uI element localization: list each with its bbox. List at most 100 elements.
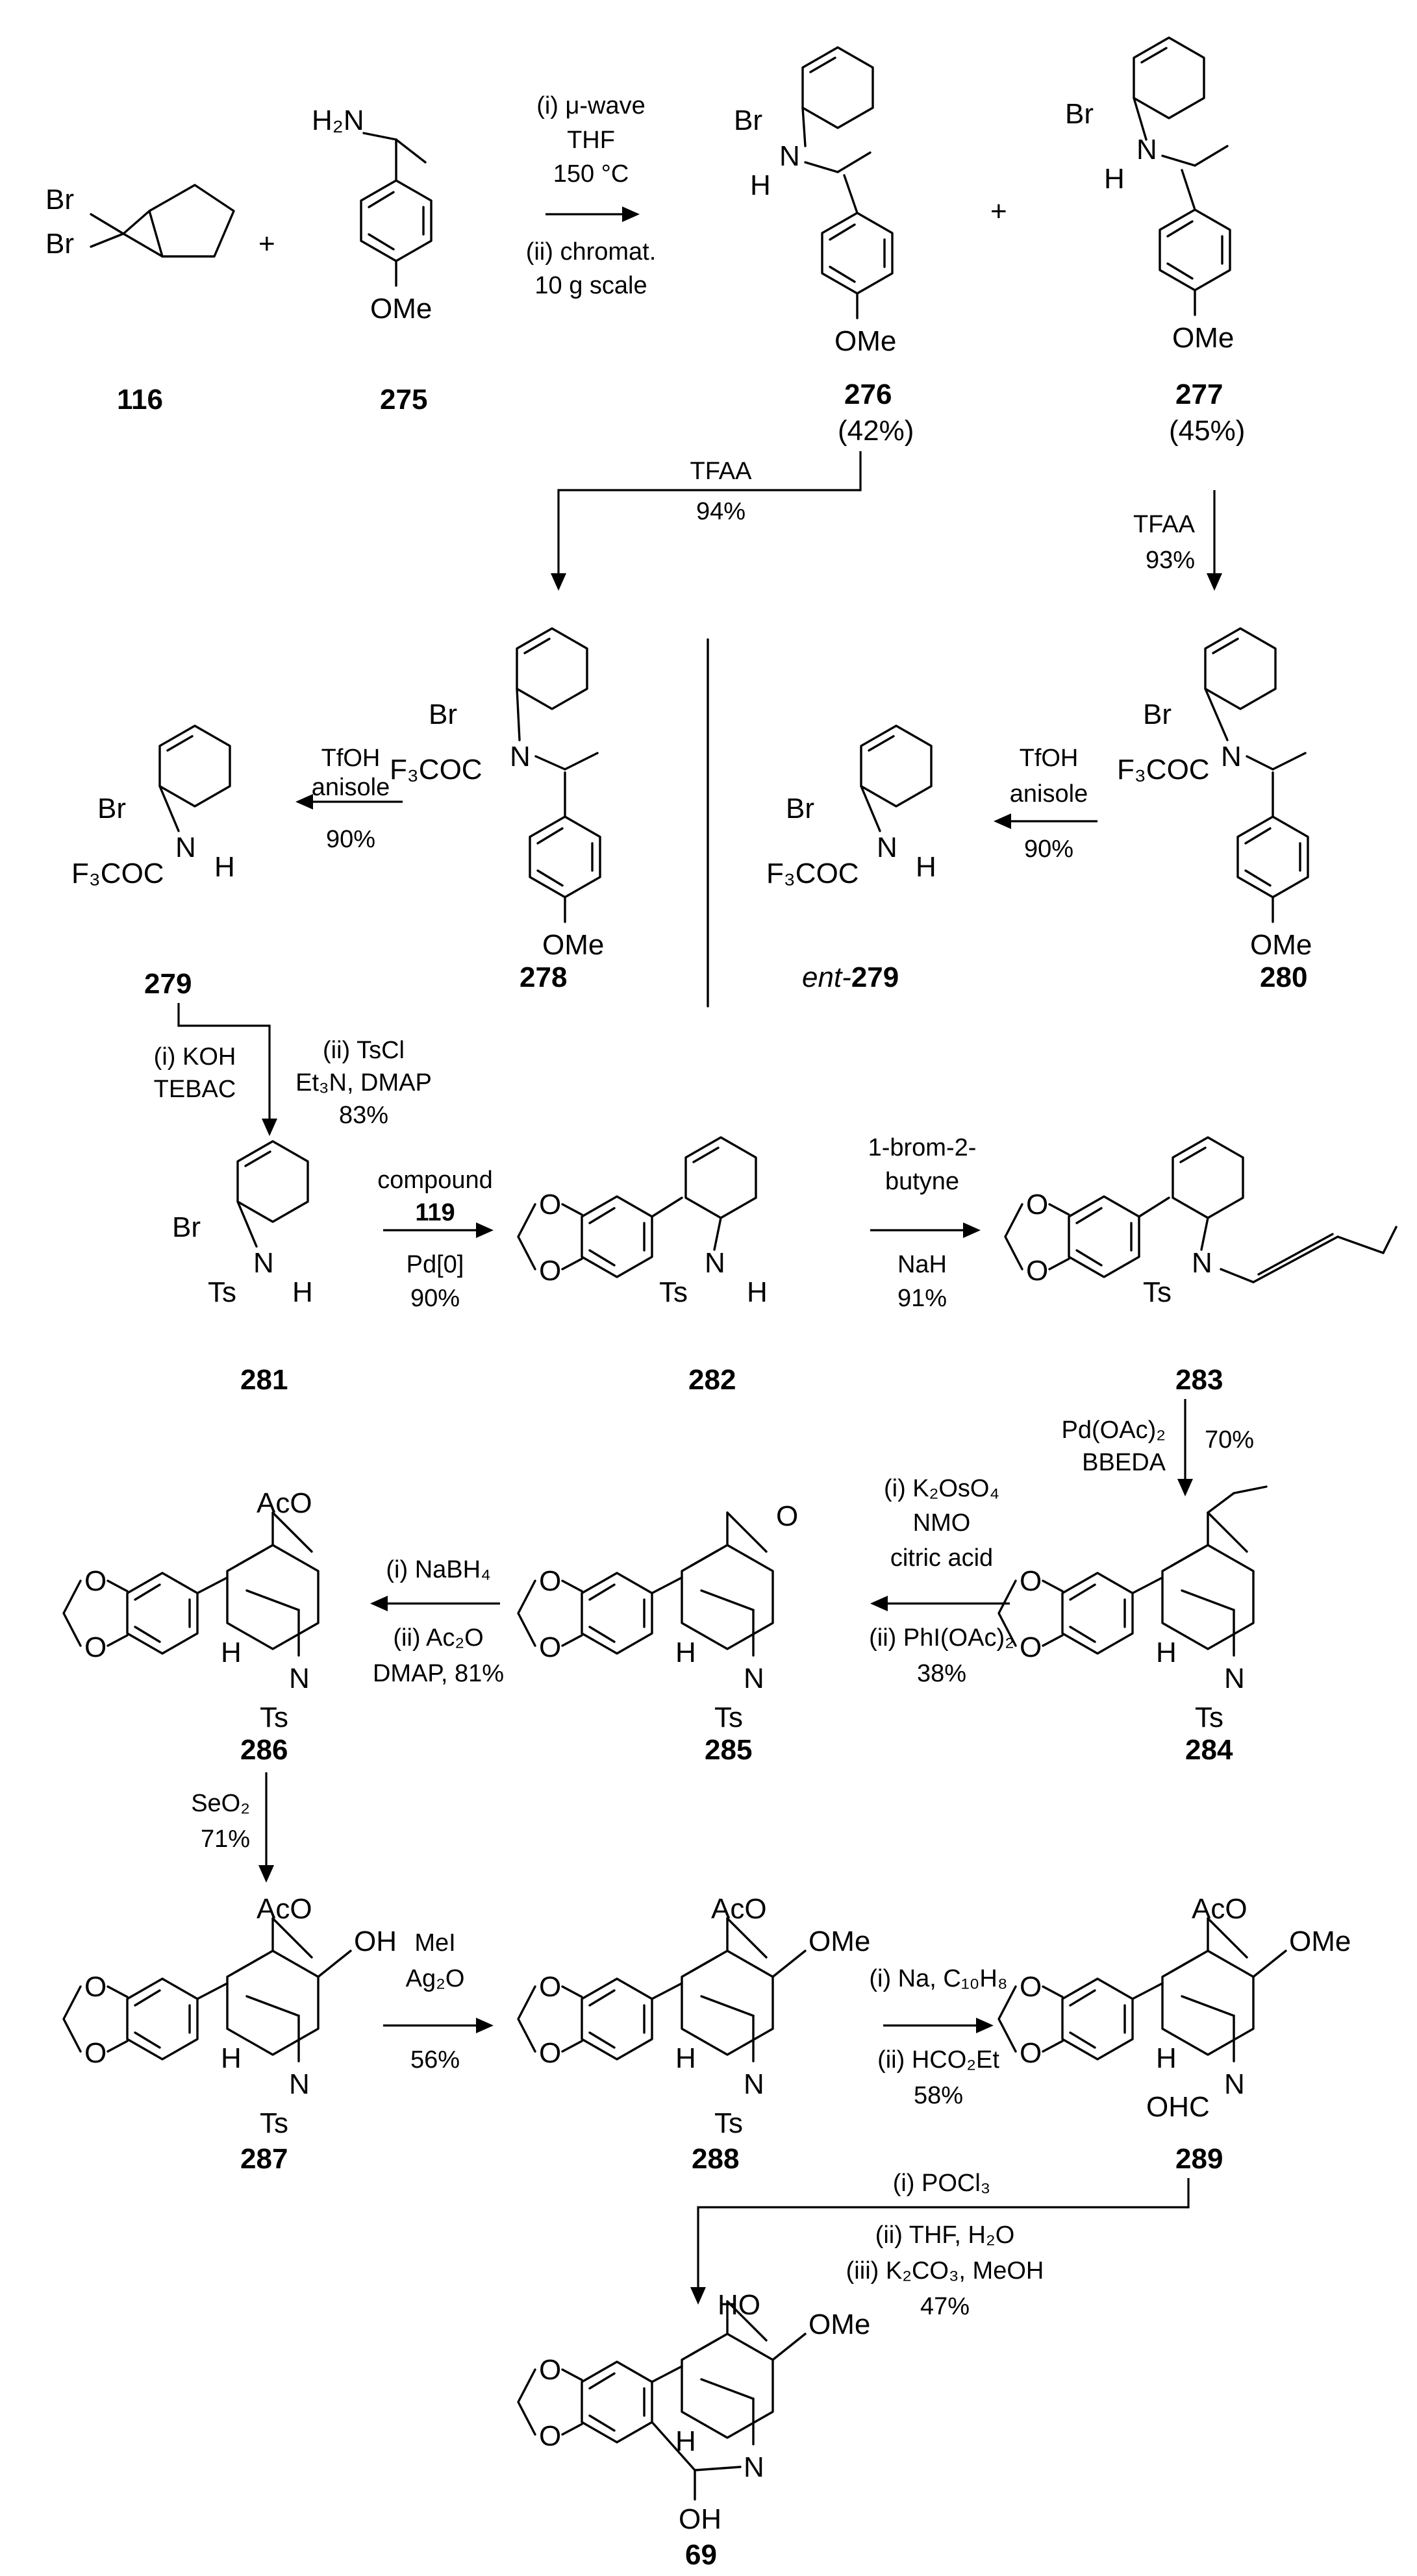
compound-ent279-structure: Br N H F₃COC xyxy=(766,724,936,889)
compound-69-structure: O O HO OMe H N OH xyxy=(517,2289,870,2535)
reaction-arrow-step1 xyxy=(545,206,640,222)
conditions-tfaa-left: TFAA 94% xyxy=(690,458,752,525)
compound-number-283: 283 xyxy=(1175,1364,1223,1396)
svg-text:Br: Br xyxy=(786,793,814,824)
svg-text:O: O xyxy=(1026,1189,1048,1220)
svg-text:70%: 70% xyxy=(1205,1426,1254,1454)
svg-text:N: N xyxy=(289,2068,310,2100)
svg-text:Et₃N, DMAP: Et₃N, DMAP xyxy=(295,1069,432,1096)
compound-116-structure: Br Br xyxy=(45,184,235,260)
svg-text:THF: THF xyxy=(567,127,615,154)
svg-text:OMe: OMe xyxy=(1250,929,1312,961)
compound-number-277: 277 xyxy=(1175,378,1223,410)
svg-text:N: N xyxy=(1224,1663,1245,1694)
compound-number-289: 289 xyxy=(1175,2143,1223,2175)
svg-text:Ts: Ts xyxy=(260,1702,288,1733)
svg-text:O: O xyxy=(1020,1971,1042,2003)
reaction-arrow-oxidation xyxy=(870,1596,1010,1611)
svg-text:F₃COC: F₃COC xyxy=(766,858,859,889)
compound-277-structure: Br N H OMe xyxy=(1065,36,1234,354)
svg-text:O: O xyxy=(84,2037,107,2069)
reaction-arrow-seo2 xyxy=(258,1772,274,1883)
svg-text:H: H xyxy=(675,2042,696,2074)
svg-text:O: O xyxy=(1026,1255,1048,1287)
atom-h2n: H₂N xyxy=(312,105,364,136)
svg-text:Ts: Ts xyxy=(260,2107,288,2139)
svg-text:H: H xyxy=(214,851,235,883)
svg-text:TfOH: TfOH xyxy=(321,745,381,772)
reaction-arrow-suzuki xyxy=(383,1222,494,1238)
svg-text:Pd[0]: Pd[0] xyxy=(407,1251,464,1278)
conditions-tfoh-right: TfOH anisole 90% xyxy=(1010,745,1088,863)
svg-text:SeO₂: SeO₂ xyxy=(191,1790,250,1817)
svg-text:Br: Br xyxy=(172,1211,201,1243)
svg-text:O: O xyxy=(539,2037,561,2069)
svg-text:(i) NaBH₄: (i) NaBH₄ xyxy=(386,1556,490,1583)
svg-text:(ii) chromat.: (ii) chromat. xyxy=(526,238,657,266)
svg-text:anisole: anisole xyxy=(312,774,390,801)
svg-text:anisole: anisole xyxy=(1010,780,1088,808)
svg-text:N: N xyxy=(510,741,531,773)
compound-281-structure: Br N H Ts xyxy=(172,1140,313,1308)
compound-number-281: 281 xyxy=(240,1364,288,1396)
svg-text:(i) Na, C₁₀H₈: (i) Na, C₁₀H₈ xyxy=(869,1965,1007,1992)
svg-text:H: H xyxy=(747,1276,768,1308)
svg-text:DMAP, 81%: DMAP, 81% xyxy=(373,1660,504,1687)
compound-number-284: 284 xyxy=(1185,1734,1233,1766)
plus-sign: + xyxy=(258,228,275,260)
svg-text:90%: 90% xyxy=(1024,836,1073,863)
svg-text:F₃COC: F₃COC xyxy=(390,754,483,786)
compound-number-286: 286 xyxy=(240,1734,288,1766)
svg-text:TfOH: TfOH xyxy=(1020,745,1079,772)
svg-text:93%: 93% xyxy=(1146,547,1195,574)
svg-text:Ts: Ts xyxy=(714,2107,743,2139)
svg-text:N: N xyxy=(744,2068,764,2100)
svg-text:(i) μ-wave: (i) μ-wave xyxy=(536,92,646,119)
svg-text:N: N xyxy=(779,140,800,172)
svg-text:O: O xyxy=(1020,1565,1042,1597)
compound-number-282: 282 xyxy=(688,1364,736,1396)
svg-text:N: N xyxy=(289,1663,310,1694)
svg-text:F₃COC: F₃COC xyxy=(1117,754,1210,786)
yield-277: (45%) xyxy=(1169,415,1245,447)
svg-text:OMe: OMe xyxy=(834,325,896,357)
conditions-tfaa-right: TFAA 93% xyxy=(1133,511,1196,574)
compound-275-structure: H₂N OMe xyxy=(312,105,433,325)
svg-text:OMe: OMe xyxy=(542,929,604,961)
compound-286-structure: O O AcO H N Ts xyxy=(62,1487,320,1733)
conditions-reduction: (i) NaBH₄ (ii) Ac₂O DMAP, 81% xyxy=(373,1556,504,1687)
conditions-methylation: MeI Ag₂O 56% xyxy=(406,1929,465,2074)
svg-text:H: H xyxy=(221,1637,242,1668)
atom-br: Br xyxy=(45,228,74,260)
svg-text:(ii) TsCl: (ii) TsCl xyxy=(323,1037,405,1064)
svg-text:83%: 83% xyxy=(339,1102,388,1129)
reaction-arrow-tfoh-left xyxy=(295,794,403,810)
svg-text:TEBAC: TEBAC xyxy=(154,1076,236,1103)
reaction-arrow-methylation xyxy=(383,2018,494,2033)
svg-text:10 g scale: 10 g scale xyxy=(534,272,647,299)
conditions-step1: (i) μ-wave THF 150 °C (ii) chromat. 10 g… xyxy=(526,92,657,299)
svg-text:O: O xyxy=(539,1189,561,1220)
svg-text:H: H xyxy=(292,1276,313,1308)
svg-text:N: N xyxy=(175,832,196,863)
compound-number-275: 275 xyxy=(380,384,427,415)
svg-text:MeI: MeI xyxy=(414,1929,455,1957)
svg-text:Ts: Ts xyxy=(1195,1702,1223,1733)
reaction-arrow-cyclization xyxy=(1177,1399,1193,1496)
svg-text:TFAA: TFAA xyxy=(690,458,752,485)
svg-text:O: O xyxy=(1020,2037,1042,2069)
svg-text:O: O xyxy=(84,1565,107,1597)
svg-text:Br: Br xyxy=(97,793,126,824)
conditions-ts-step: (i) KOH TEBAC (ii) TsCl Et₃N, DMAP 83% xyxy=(154,1037,432,1129)
conditions-oxidation: (i) K₂OsO₄ NMO citric acid (ii) PhI(OAc)… xyxy=(869,1475,1014,1687)
svg-text:O: O xyxy=(776,1500,798,1532)
svg-text:F₃COC: F₃COC xyxy=(71,858,164,889)
svg-text:H: H xyxy=(675,1637,696,1668)
compound-number-69: 69 xyxy=(685,2539,717,2571)
compound-289-structure: O O AcO OMe H N OHC xyxy=(997,1893,1351,2123)
svg-text:Br: Br xyxy=(734,105,762,136)
svg-text:Ts: Ts xyxy=(1143,1276,1172,1308)
svg-text:91%: 91% xyxy=(897,1285,947,1312)
svg-text:citric acid: citric acid xyxy=(890,1544,993,1572)
svg-text:H: H xyxy=(916,851,936,883)
